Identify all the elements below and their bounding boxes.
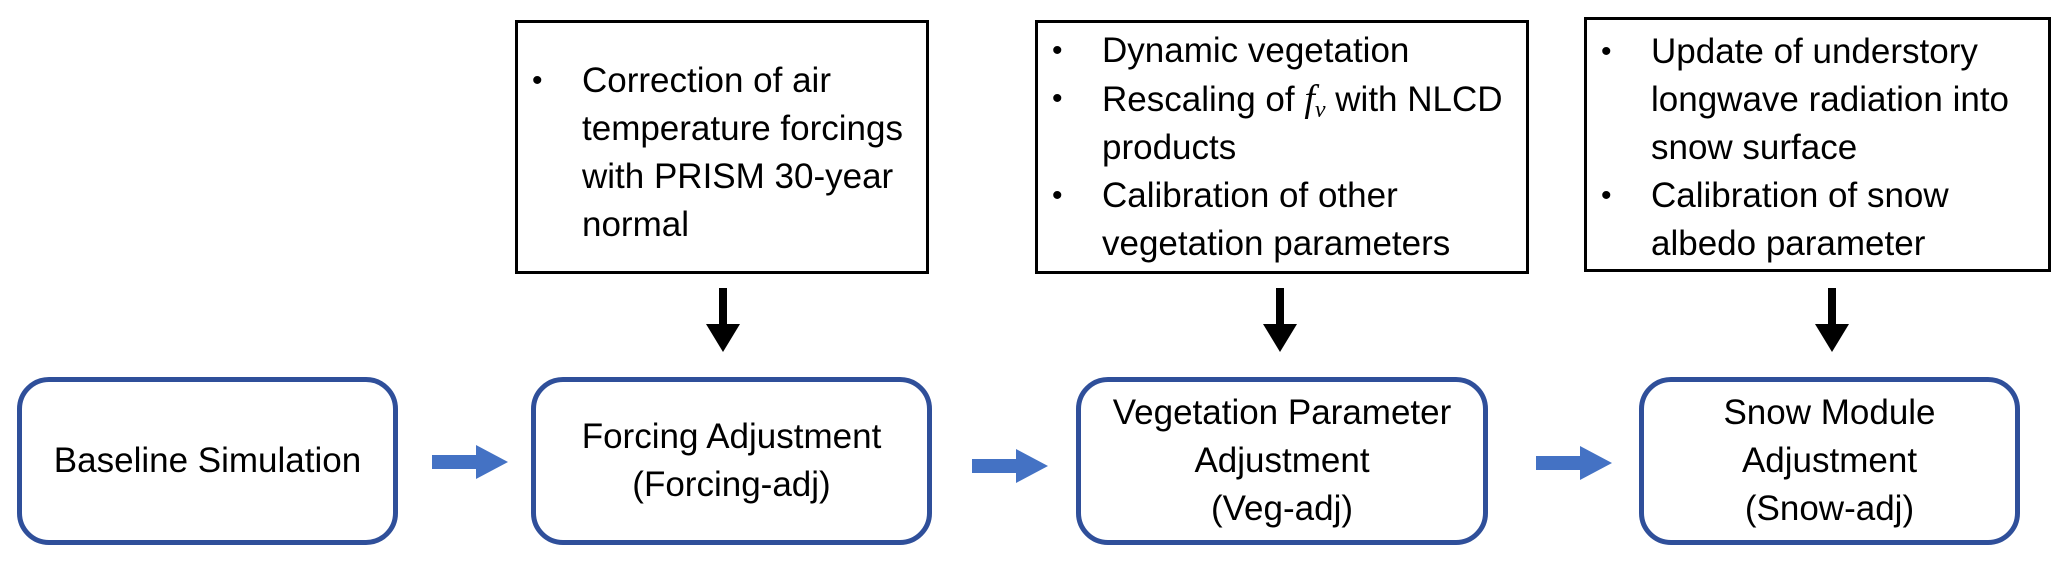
flow-arrow-vegetation-to-snow	[1536, 446, 1612, 480]
stage-label-line: Adjustment	[1194, 441, 1370, 480]
forcing-down-arrow	[706, 288, 740, 352]
snow-note-item-1: Update of understory longwave radiation …	[1587, 28, 2038, 172]
stage-label-line: Forcing Adjustment	[581, 417, 882, 456]
stage-forcing-adjustment: Forcing Adjustment (Forcing-adj)	[531, 377, 932, 545]
vegetation-note-item-3: Calibration of other vegetation paramete…	[1038, 172, 1516, 268]
stage-snow-module-adjustment: Snow Module Adjustment (Snow-adj)	[1639, 377, 2020, 545]
stage-label-line: (Forcing-adj)	[632, 465, 831, 504]
flow-arrow-baseline-to-forcing	[432, 445, 508, 479]
forcing-note-box: Correction of air temperature forcings w…	[515, 20, 929, 274]
stage-label-line: Baseline Simulation	[53, 441, 362, 480]
flow-arrow-forcing-to-vegetation	[972, 449, 1048, 483]
vegetation-note-box: Dynamic vegetation Rescaling of fv with …	[1035, 20, 1529, 274]
stage-baseline-simulation: Baseline Simulation	[17, 377, 398, 545]
vegetation-note-item-1: Dynamic vegetation	[1038, 27, 1516, 75]
fv-symbol: fv	[1304, 78, 1326, 123]
snow-note-list: Update of understory longwave radiation …	[1587, 28, 2038, 268]
rescaling-prefix: Rescaling of	[1102, 80, 1305, 119]
stage-label-line: Adjustment	[1741, 441, 1918, 480]
snow-note-box: Update of understory longwave radiation …	[1584, 17, 2051, 272]
stage-label-line: Snow Module	[1723, 393, 1936, 432]
stage-label-line: (Snow-adj)	[1744, 489, 1915, 528]
forcing-note-item-1: Correction of air temperature forcings w…	[518, 57, 916, 249]
snow-note-item-2: Calibration of snow albedo parameter	[1587, 172, 2038, 268]
stage-label-line: (Veg-adj)	[1210, 489, 1354, 528]
stage-label-line: Vegetation Parameter	[1112, 393, 1452, 432]
rescaling-suffix: with NLCD products	[1102, 80, 1503, 167]
stage-vegetation-parameter-adjustment: Vegetation Parameter Adjustment (Veg-adj…	[1076, 377, 1488, 545]
forcing-note-list: Correction of air temperature forcings w…	[518, 57, 916, 249]
vegetation-down-arrow	[1263, 288, 1297, 352]
vegetation-note-list: Dynamic vegetation Rescaling of fv with …	[1038, 27, 1516, 268]
vegetation-note-item-2: Rescaling of fv with NLCD products	[1038, 75, 1516, 172]
snow-down-arrow	[1815, 288, 1849, 352]
